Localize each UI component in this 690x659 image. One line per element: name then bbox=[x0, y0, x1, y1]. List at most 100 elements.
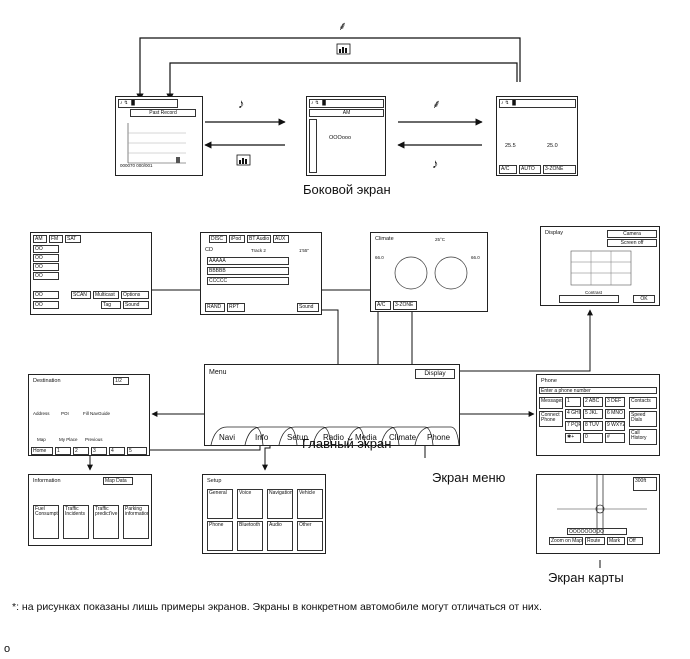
media-sound-button[interactable]: Sound bbox=[297, 303, 319, 312]
menu-item-climate[interactable]: Climate bbox=[389, 433, 417, 442]
display-screen: Display Camera Screen off Contrast OK bbox=[540, 226, 660, 306]
phone-contacts-button[interactable]: Contacts bbox=[629, 397, 657, 409]
map-zoom-button[interactable]: Zoom on Map bbox=[549, 537, 583, 545]
setup-general[interactable]: General bbox=[207, 489, 233, 519]
destination-page[interactable]: 1/2 bbox=[113, 377, 129, 385]
phone-key-9[interactable]: 9 WXYZ bbox=[605, 421, 625, 431]
display-ok-button[interactable]: OK bbox=[633, 295, 655, 303]
radio-tab-sat[interactable]: SAT bbox=[65, 235, 81, 243]
radio-preset-5[interactable]: OO bbox=[33, 291, 59, 299]
display-camera-button[interactable]: Camera bbox=[607, 230, 657, 238]
setup-vehicle[interactable]: Vehicle bbox=[297, 489, 323, 519]
destination-2[interactable]: 2 bbox=[73, 447, 89, 455]
map-off-button[interactable]: Off bbox=[627, 537, 643, 545]
menu-item-setup[interactable]: Setup bbox=[287, 433, 308, 442]
destination-poi[interactable]: POI bbox=[61, 411, 69, 416]
media-row-1[interactable]: AAAAA bbox=[207, 257, 289, 265]
phone-call-history-button[interactable]: Call History bbox=[629, 429, 657, 445]
info-traffic-incidents[interactable]: Traffic Incidents bbox=[63, 505, 89, 539]
climate-fan-icon-top: ⸙ bbox=[338, 19, 347, 33]
phone-connect-button[interactable]: Connect Phone bbox=[539, 411, 563, 427]
destination-home[interactable]: Home bbox=[31, 447, 53, 455]
setup-other[interactable]: Other bbox=[297, 521, 323, 551]
info-fuel-consumption[interactable]: Fuel Consumption bbox=[33, 505, 59, 539]
radio-scan-button[interactable]: SCAN bbox=[71, 291, 91, 299]
map-mark-button[interactable]: Mark bbox=[607, 537, 625, 545]
setup-bluetooth[interactable]: Bluetooth bbox=[237, 521, 263, 551]
media-tab-bt[interactable]: BT Audio bbox=[247, 235, 271, 243]
radio-tab-am[interactable]: AM bbox=[33, 235, 47, 243]
phone-messages-button[interactable]: Messages bbox=[539, 397, 563, 409]
menu-item-info[interactable]: Info bbox=[255, 433, 269, 442]
menu-item-phone[interactable]: Phone bbox=[427, 433, 451, 442]
destination-previous[interactable]: Previous bbox=[85, 437, 103, 442]
display-screen-off-button[interactable]: Screen off bbox=[607, 239, 657, 247]
phone-key-0[interactable]: 0 bbox=[583, 433, 603, 443]
menu-item-navi[interactable]: Navi bbox=[219, 433, 236, 442]
radio-multicast-button[interactable]: Multicast bbox=[93, 291, 119, 299]
radio-preset-2[interactable]: OO bbox=[33, 254, 59, 262]
display-contrast-slider[interactable] bbox=[559, 295, 619, 303]
phone-key-5[interactable]: 5 JKL bbox=[583, 409, 603, 419]
menu-item-radio[interactable]: Radio bbox=[323, 433, 344, 442]
info-traffic-predictive[interactable]: Traffic predict'ive bbox=[93, 505, 119, 539]
side-right-zone-button[interactable]: 3-ZONE bbox=[543, 165, 576, 174]
side-right-ac-button[interactable]: A/C bbox=[499, 165, 517, 174]
destination-3[interactable]: 3 bbox=[91, 447, 107, 455]
phone-speed-dials-button[interactable]: Speed Dials bbox=[629, 411, 657, 427]
destination-fill-nav[interactable]: Fill NavGuide bbox=[83, 411, 111, 416]
climate-zone-button[interactable]: 3-ZONE bbox=[393, 301, 417, 310]
destination-4[interactable]: 4 bbox=[109, 447, 125, 455]
destination-address[interactable]: Address bbox=[33, 411, 50, 416]
radio-sound-button[interactable]: Sound bbox=[123, 301, 149, 309]
phone-key-hash[interactable]: # bbox=[605, 433, 625, 443]
phone-key-3[interactable]: 3 DEF bbox=[605, 397, 625, 407]
radio-preset-4[interactable]: OO bbox=[33, 272, 59, 280]
media-tab-disc[interactable]: DISC bbox=[209, 235, 227, 243]
destination-map[interactable]: Map bbox=[37, 437, 46, 442]
map-route-button[interactable]: Route bbox=[585, 537, 605, 545]
side-center-tabs[interactable]: ♪ ↯ ▐▌ bbox=[309, 99, 384, 108]
info-parking[interactable]: Parking information bbox=[123, 505, 149, 539]
side-left-header: Past Record bbox=[130, 109, 196, 117]
side-left-tabs[interactable]: ♪ ↯ ▐▌ bbox=[118, 99, 178, 108]
side-center-scroll[interactable] bbox=[309, 119, 317, 173]
information-map-data-button[interactable]: Map Data bbox=[103, 477, 133, 485]
side-right-auto-button[interactable]: AUTO bbox=[519, 165, 541, 174]
radio-preset-3[interactable]: OO bbox=[33, 263, 59, 271]
display-button[interactable]: Display bbox=[415, 369, 455, 379]
phone-key-8[interactable]: 8 TUV bbox=[583, 421, 603, 431]
radio-tag-button[interactable]: Tag bbox=[101, 301, 121, 309]
setup-voice[interactable]: Voice bbox=[237, 489, 263, 519]
top-loop-outer bbox=[136, 37, 521, 101]
menu-item-media[interactable]: Media bbox=[355, 433, 377, 442]
destination-5[interactable]: 5 bbox=[127, 447, 147, 455]
destination-1[interactable]: 1 bbox=[55, 447, 71, 455]
media-row-2[interactable]: BBBBB bbox=[207, 267, 289, 275]
setup-audio[interactable]: Audio bbox=[267, 521, 293, 551]
phone-key-4[interactable]: 4 GHI bbox=[565, 409, 581, 419]
media-rand-button[interactable]: RAND bbox=[205, 303, 225, 312]
phone-key-2[interactable]: 2 ABC bbox=[583, 397, 603, 407]
destination-my-place[interactable]: My Place bbox=[59, 437, 78, 442]
phone-key-7[interactable]: 7 PQRS bbox=[565, 421, 581, 431]
media-tab-aux[interactable]: AUX bbox=[273, 235, 289, 243]
radio-preset-6[interactable]: OO bbox=[33, 301, 59, 309]
setup-navigation[interactable]: Navigation bbox=[267, 489, 293, 519]
phone-number-input[interactable]: Enter a phone number bbox=[539, 387, 657, 394]
climate-ac-button[interactable]: A/C bbox=[375, 301, 391, 310]
phone-key-star[interactable]: ✱+ bbox=[565, 433, 581, 443]
radio-options-button[interactable]: Options bbox=[121, 291, 149, 299]
media-tab-ipod[interactable]: iPod bbox=[229, 235, 245, 243]
side-right-tabs[interactable]: ♪ ↯ ▐▌ bbox=[499, 99, 576, 108]
map-scale[interactable]: 300ft bbox=[633, 477, 657, 491]
radio-preset-1[interactable]: OO bbox=[33, 245, 59, 253]
media-row-3[interactable]: CCCCC bbox=[207, 277, 289, 285]
phone-key-1[interactable]: 1 bbox=[565, 397, 581, 407]
side-center-band[interactable]: AM bbox=[309, 109, 384, 117]
radio-tab-fm[interactable]: FM bbox=[49, 235, 63, 243]
phone-key-6[interactable]: 6 MNO bbox=[605, 409, 625, 419]
media-rpt-button[interactable]: RPT bbox=[227, 303, 245, 312]
setup-phone[interactable]: Phone bbox=[207, 521, 233, 551]
